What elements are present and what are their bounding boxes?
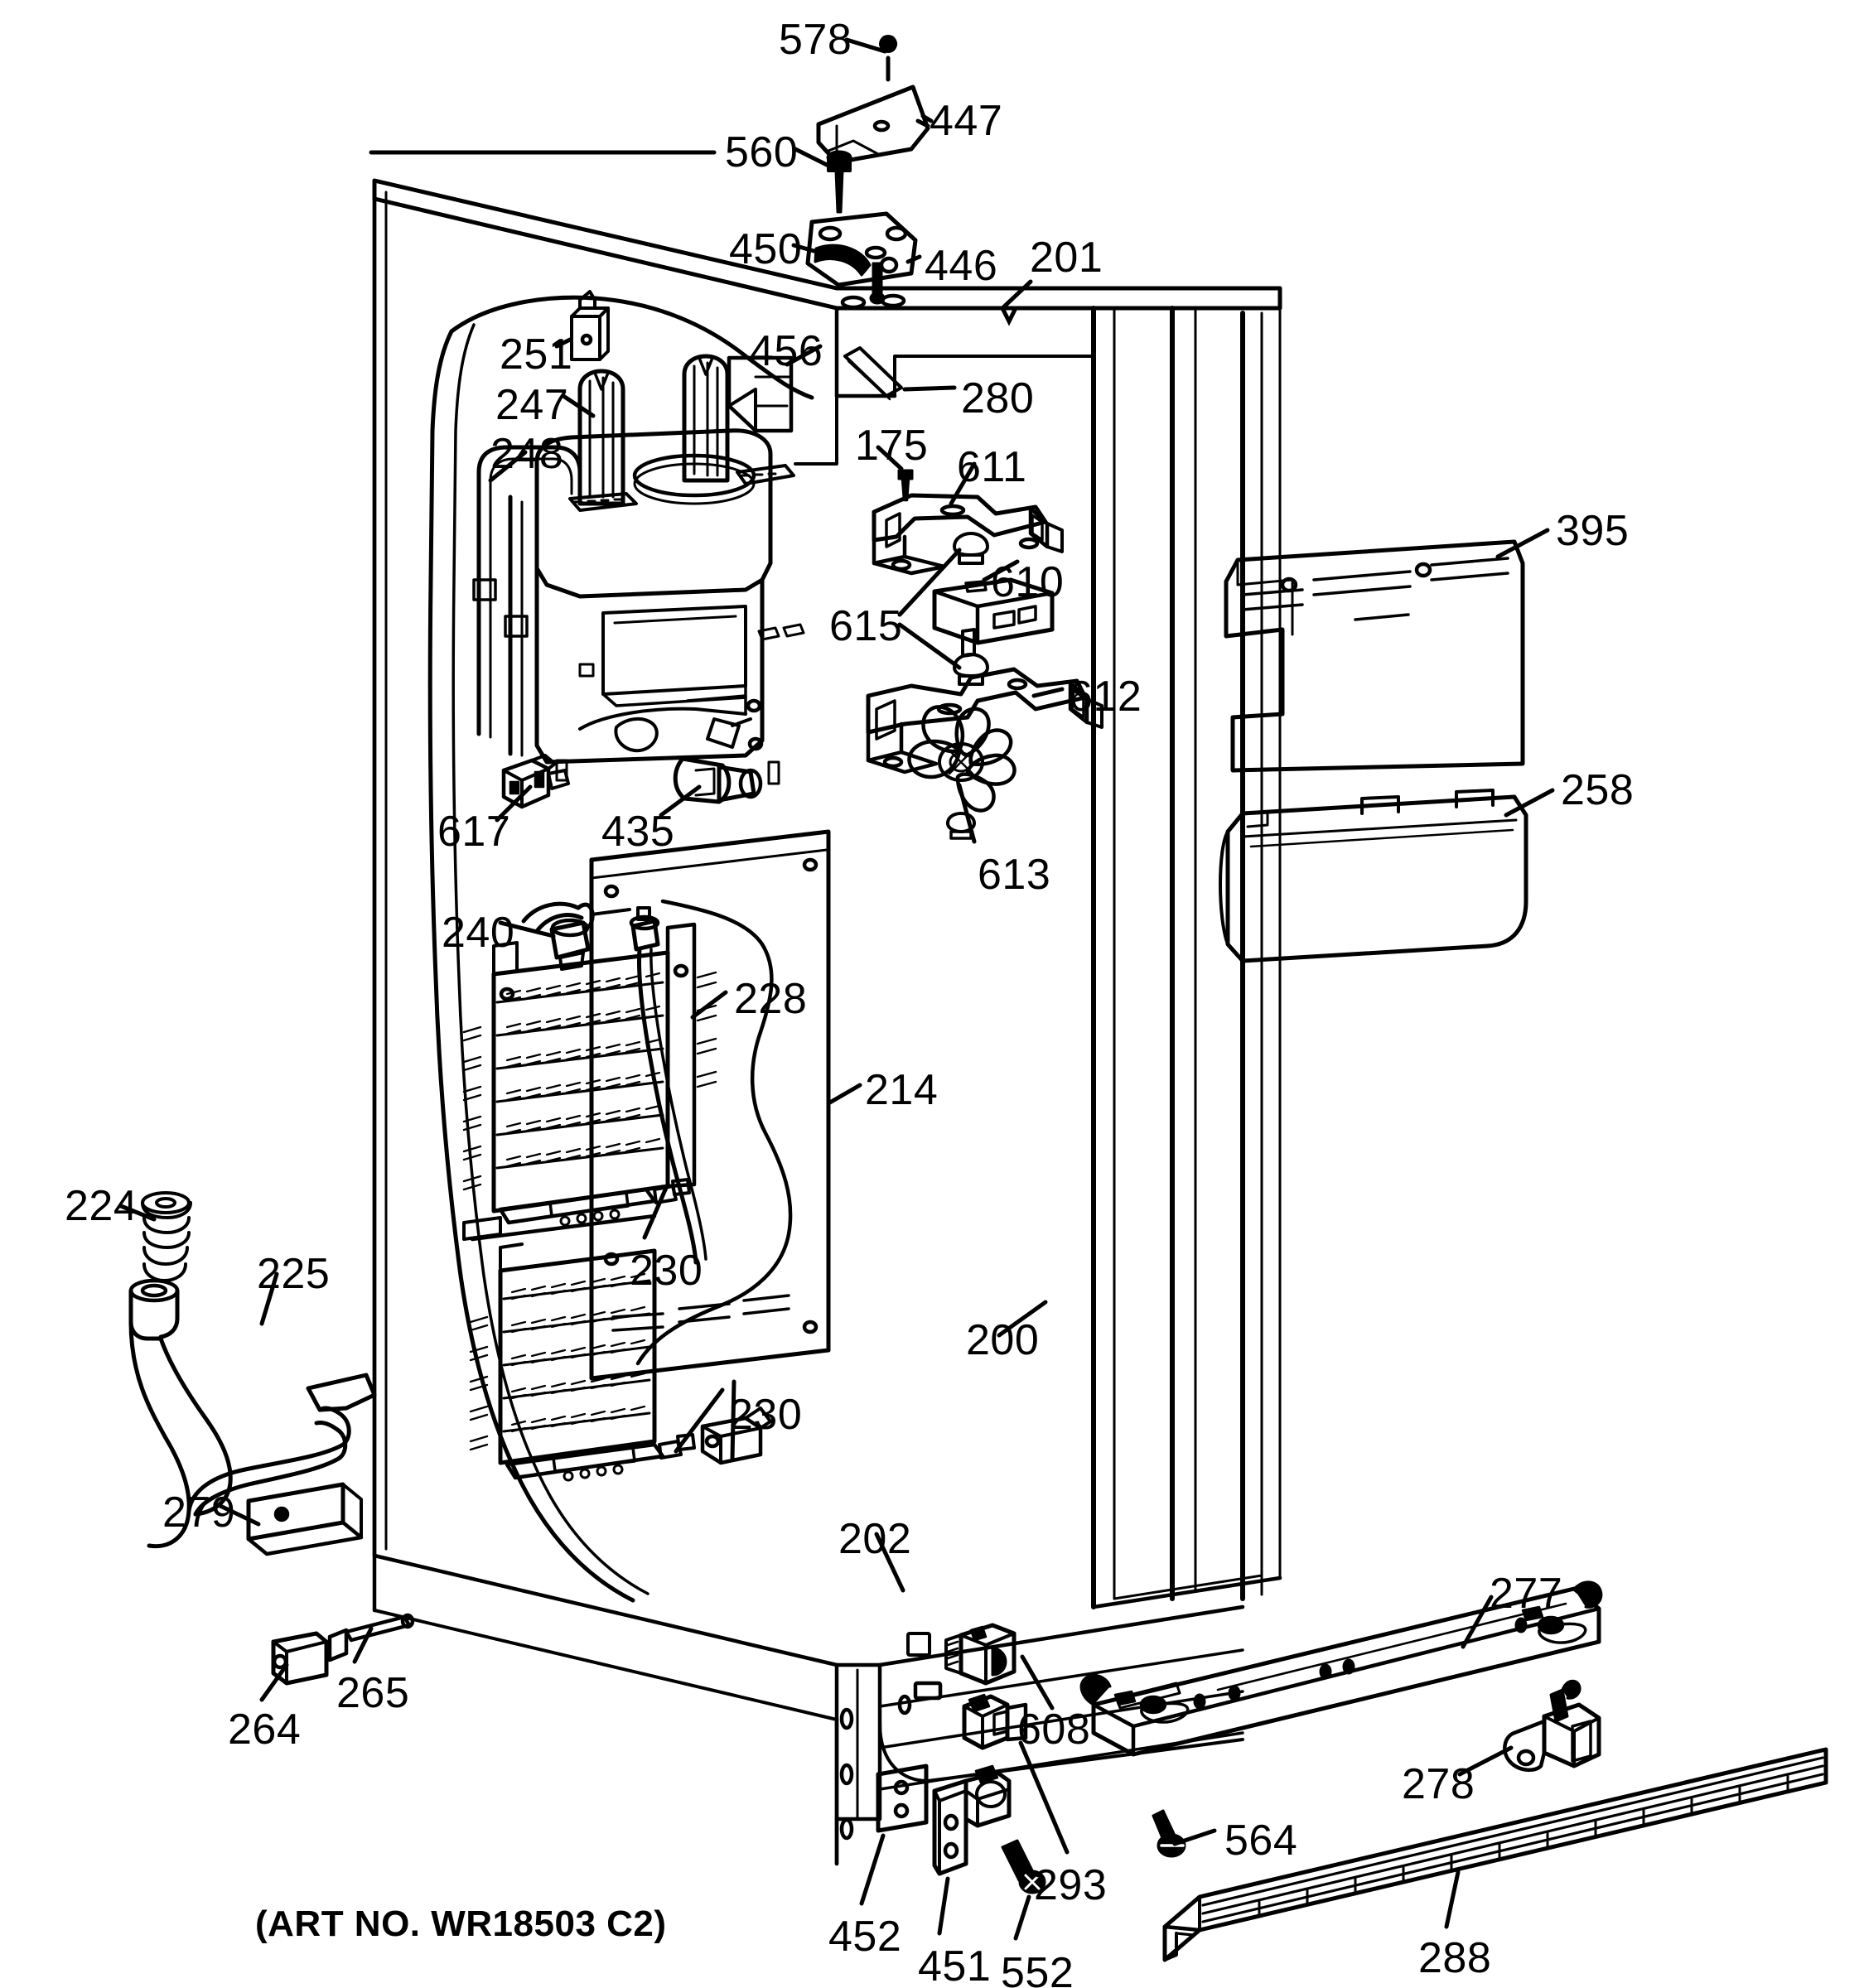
callout-225: 225 (257, 1250, 331, 1298)
callout-447: 447 (930, 97, 1003, 145)
callout-578: 578 (779, 16, 852, 64)
callout-240: 240 (442, 909, 515, 957)
callout-288: 288 (1418, 1934, 1492, 1982)
callout-201: 201 (1030, 234, 1103, 282)
callout-230-lower: 230 (729, 1391, 803, 1439)
callout-278: 278 (1402, 1760, 1475, 1808)
callout-200: 200 (966, 1316, 1040, 1364)
callout-452: 452 (828, 1913, 902, 1961)
callout-248: 248 (490, 430, 564, 478)
callout-175: 175 (855, 422, 929, 470)
callout-560: 560 (725, 128, 799, 176)
callout-451: 451 (918, 1942, 992, 1988)
callout-279: 279 (162, 1489, 236, 1537)
callout-224: 224 (65, 1182, 138, 1230)
callout-230-upper: 230 (630, 1247, 703, 1295)
callout-280: 280 (961, 374, 1035, 422)
callout-552: 552 (1001, 1949, 1074, 1988)
callout-435: 435 (601, 808, 675, 856)
callout-564: 564 (1224, 1817, 1298, 1865)
callout-617: 617 (437, 808, 511, 856)
callout-456: 456 (750, 327, 823, 375)
callout-615: 615 (829, 602, 903, 650)
callout-446: 446 (925, 242, 998, 290)
callout-228: 228 (734, 975, 808, 1023)
callout-611: 611 (957, 443, 1027, 491)
callout-264: 264 (228, 1706, 302, 1754)
callout-277: 277 (1490, 1570, 1563, 1618)
art-number-note: (ART NO. WR18503 C2) (255, 1904, 667, 1944)
callout-202: 202 (838, 1515, 912, 1563)
callout-450: 450 (729, 225, 803, 273)
callout-265: 265 (336, 1669, 410, 1717)
callout-613: 613 (978, 851, 1051, 899)
callout-247: 247 (495, 381, 569, 429)
callout-293: 293 (1034, 1861, 1108, 1909)
callout-608: 608 (1017, 1706, 1091, 1754)
callout-258: 258 (1561, 766, 1635, 814)
callout-612: 612 (1069, 673, 1142, 721)
callout-214: 214 (865, 1066, 939, 1114)
callout-251: 251 (500, 331, 573, 379)
callout-610: 610 (991, 558, 1065, 606)
callout-395: 395 (1556, 507, 1630, 555)
